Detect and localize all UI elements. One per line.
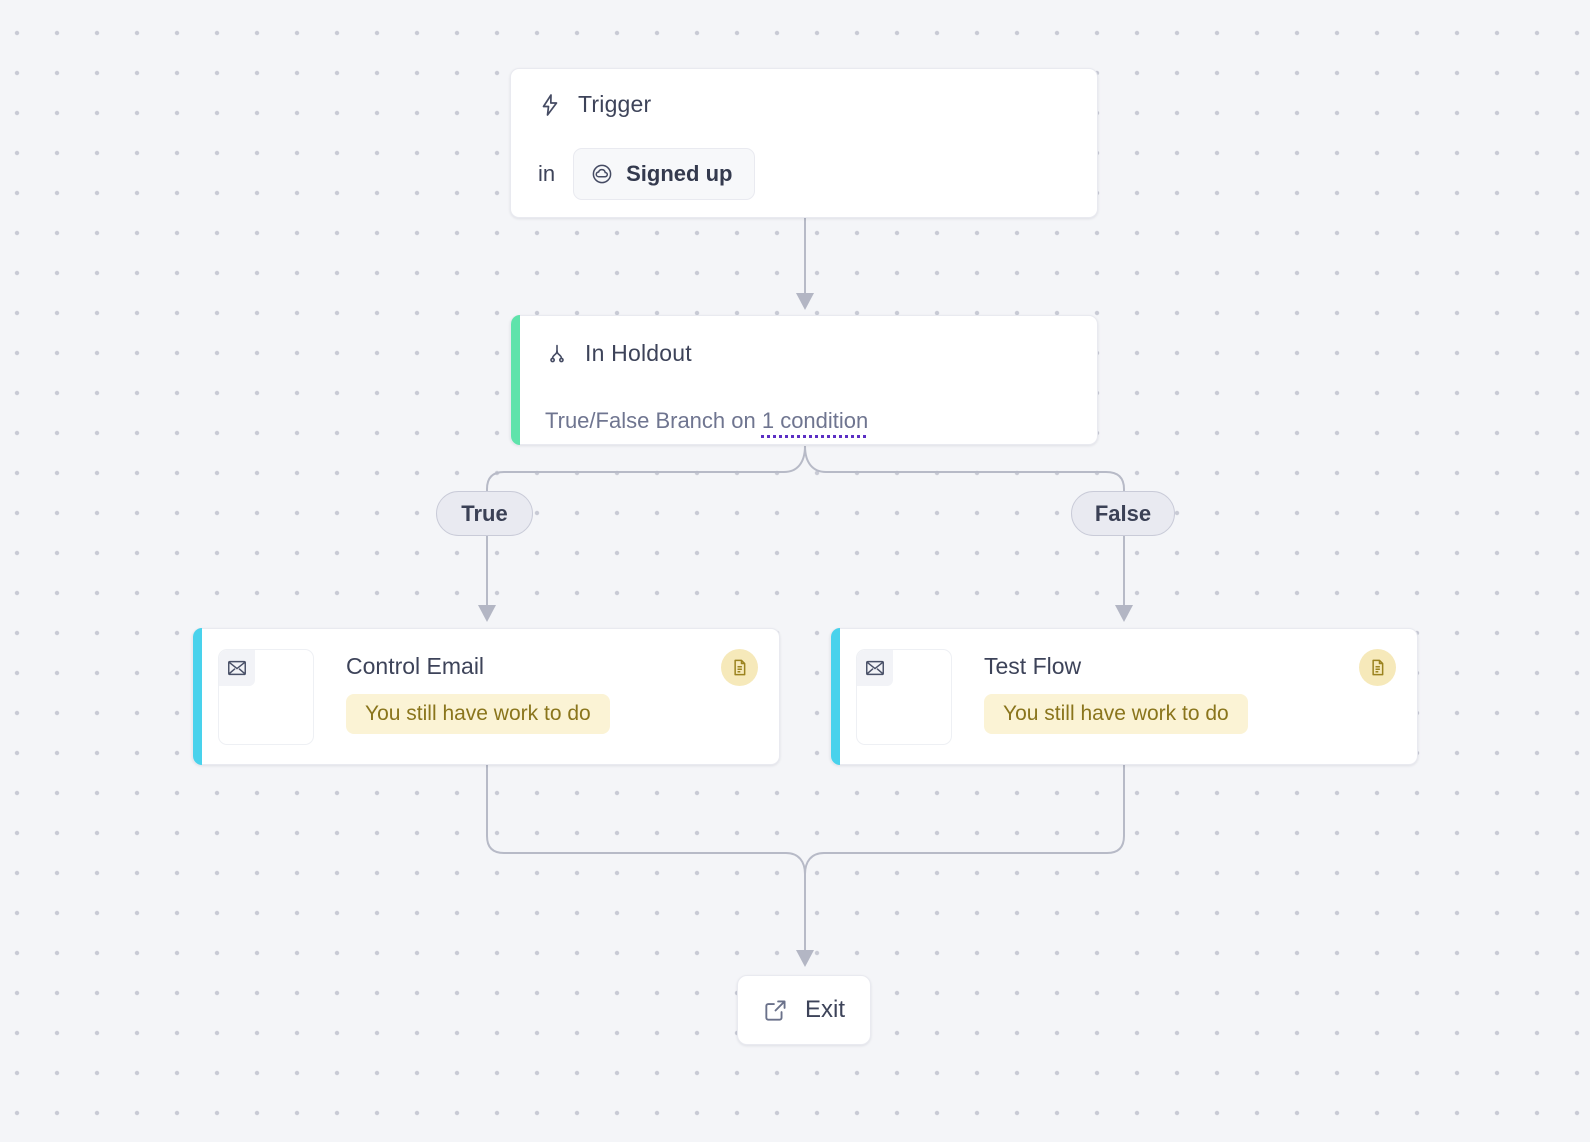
branch-icon [550, 344, 564, 362]
test-flow-accent-bar [831, 628, 840, 765]
lightning-icon [542, 93, 558, 116]
trigger-title: Trigger [578, 91, 652, 117]
holdout-description-prefix: True/False Branch on [545, 408, 762, 433]
branch-label-true: True [436, 491, 533, 536]
cloud-circle-icon [592, 164, 612, 184]
envelope-icon [228, 660, 246, 676]
trigger-prefix: in [538, 161, 556, 186]
trigger-event-badge[interactable]: Signed up [573, 148, 756, 200]
control-email-doc-badge[interactable] [721, 649, 758, 686]
trigger-node[interactable]: Trigger in Signed up [510, 68, 1098, 218]
thumbnail-corner [857, 650, 893, 686]
envelope-icon [866, 660, 884, 676]
trigger-event-label: Signed up [626, 161, 733, 186]
test-flow-title: Test Flow [984, 653, 1082, 679]
branch-label-false: False [1071, 491, 1175, 536]
control-email-warning: You still have work to do [346, 694, 610, 734]
external-link-icon [765, 1000, 786, 1021]
document-icon [1372, 659, 1384, 676]
holdout-title: In Holdout [585, 340, 692, 366]
exit-title: Exit [804, 996, 845, 1023]
control-email-thumbnail [218, 649, 314, 745]
test-flow-doc-badge[interactable] [1359, 649, 1396, 686]
test-flow-thumbnail [856, 649, 952, 745]
document-icon [734, 659, 746, 676]
control-email-title: Control Email [346, 653, 485, 679]
control-email-accent-bar [193, 628, 202, 765]
holdout-description: True/False Branch on 1 condition [545, 408, 868, 434]
exit-node[interactable]: Exit [737, 975, 871, 1045]
test-flow-warning: You still have work to do [984, 694, 1248, 734]
control-email-node[interactable]: Control Email You still have work to do [192, 628, 780, 765]
condition-link[interactable]: 1 condition [761, 408, 869, 433]
test-flow-node[interactable]: Test Flow You still have work to do [830, 628, 1418, 765]
thumbnail-corner [219, 650, 255, 686]
holdout-accent-bar [511, 315, 520, 445]
holdout-node[interactable]: In Holdout True/False Branch on 1 condit… [510, 315, 1098, 445]
